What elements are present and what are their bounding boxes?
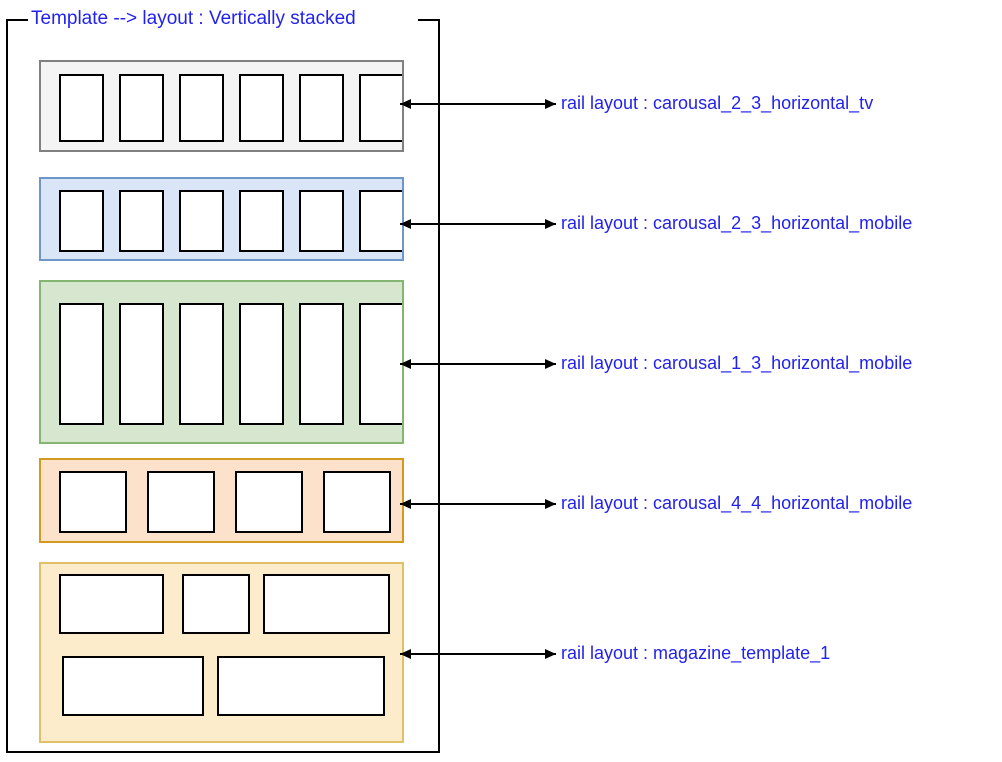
- rail-card[interactable]: [147, 471, 215, 533]
- rail-connector-arrowhead-right: [545, 359, 556, 369]
- rail-layout-label-carousal_2_3_horizontal_tv: rail layout : carousal_2_3_horizontal_tv: [561, 93, 874, 113]
- template-group-frame: [6, 19, 440, 753]
- rail-connector-arrowhead-left: [400, 359, 411, 369]
- rail-card[interactable]: [179, 74, 224, 142]
- rail-connector-arrowhead-right: [545, 649, 556, 659]
- rail-card[interactable]: [179, 190, 224, 252]
- group-frame-top-right-segment: [418, 19, 440, 21]
- rail-card[interactable]: [235, 471, 303, 533]
- rail-card[interactable]: [119, 303, 164, 425]
- rail-card[interactable]: [299, 303, 344, 425]
- rail-connector-line: [400, 103, 556, 105]
- rail-4-carousal_4_4_horizontal_mobile[interactable]: [39, 458, 404, 543]
- rail-card[interactable]: [119, 74, 164, 142]
- rail-card[interactable]: [59, 574, 164, 634]
- rail-connector-line: [400, 503, 556, 505]
- rail-card[interactable]: [239, 303, 284, 425]
- rail-card[interactable]: [299, 190, 344, 252]
- rail-connector-arrowhead-left: [400, 99, 411, 109]
- rail-layout-label-carousal_4_4_horizontal_mobile: rail layout : carousal_4_4_horizontal_mo…: [561, 493, 913, 513]
- rail-card[interactable]: [359, 303, 402, 425]
- rail-card[interactable]: [119, 190, 164, 252]
- rail-connector-arrowhead-left: [400, 649, 411, 659]
- rail-layout-label-magazine_template_1: rail layout : magazine_template_1: [561, 643, 831, 663]
- rail-layout-label-carousal_1_3_horizontal_mobile: rail layout : carousal_1_3_horizontal_mo…: [561, 353, 913, 373]
- rail-card[interactable]: [59, 190, 104, 252]
- group-frame-top-left-segment: [6, 19, 28, 21]
- rail-card[interactable]: [263, 574, 390, 634]
- template-group-title: Template --> layout : Vertically stacked: [31, 8, 356, 29]
- rail-3-carousal_1_3_horizontal_mobile[interactable]: [39, 280, 404, 444]
- rail-connector-line: [400, 223, 556, 225]
- rail-card[interactable]: [323, 471, 391, 533]
- rail-connector-arrowhead-right: [545, 219, 556, 229]
- rail-card[interactable]: [59, 471, 127, 533]
- rail-1-carousal_2_3_horizontal_tv[interactable]: [39, 60, 404, 152]
- rail-card[interactable]: [239, 74, 284, 142]
- rail-card[interactable]: [182, 574, 250, 634]
- rail-card[interactable]: [217, 656, 385, 716]
- rail-card[interactable]: [59, 303, 104, 425]
- rail-connector-line: [400, 363, 556, 365]
- rail-card[interactable]: [359, 74, 402, 142]
- rail-5-magazine_template_1[interactable]: [39, 562, 404, 743]
- rail-connector-arrowhead-right: [545, 499, 556, 509]
- rail-card[interactable]: [239, 190, 284, 252]
- rail-layout-label-carousal_2_3_horizontal_mobile: rail layout : carousal_2_3_horizontal_mo…: [561, 213, 913, 233]
- rail-card[interactable]: [299, 74, 344, 142]
- rail-card[interactable]: [179, 303, 224, 425]
- rail-card[interactable]: [59, 74, 104, 142]
- rail-connector-line: [400, 653, 556, 655]
- rail-card[interactable]: [359, 190, 402, 252]
- rail-connector-arrowhead-right: [545, 99, 556, 109]
- rail-connector-arrowhead-left: [400, 219, 411, 229]
- rail-connector-arrowhead-left: [400, 499, 411, 509]
- rail-card[interactable]: [62, 656, 204, 716]
- rail-2-carousal_2_3_horizontal_mobile[interactable]: [39, 177, 404, 261]
